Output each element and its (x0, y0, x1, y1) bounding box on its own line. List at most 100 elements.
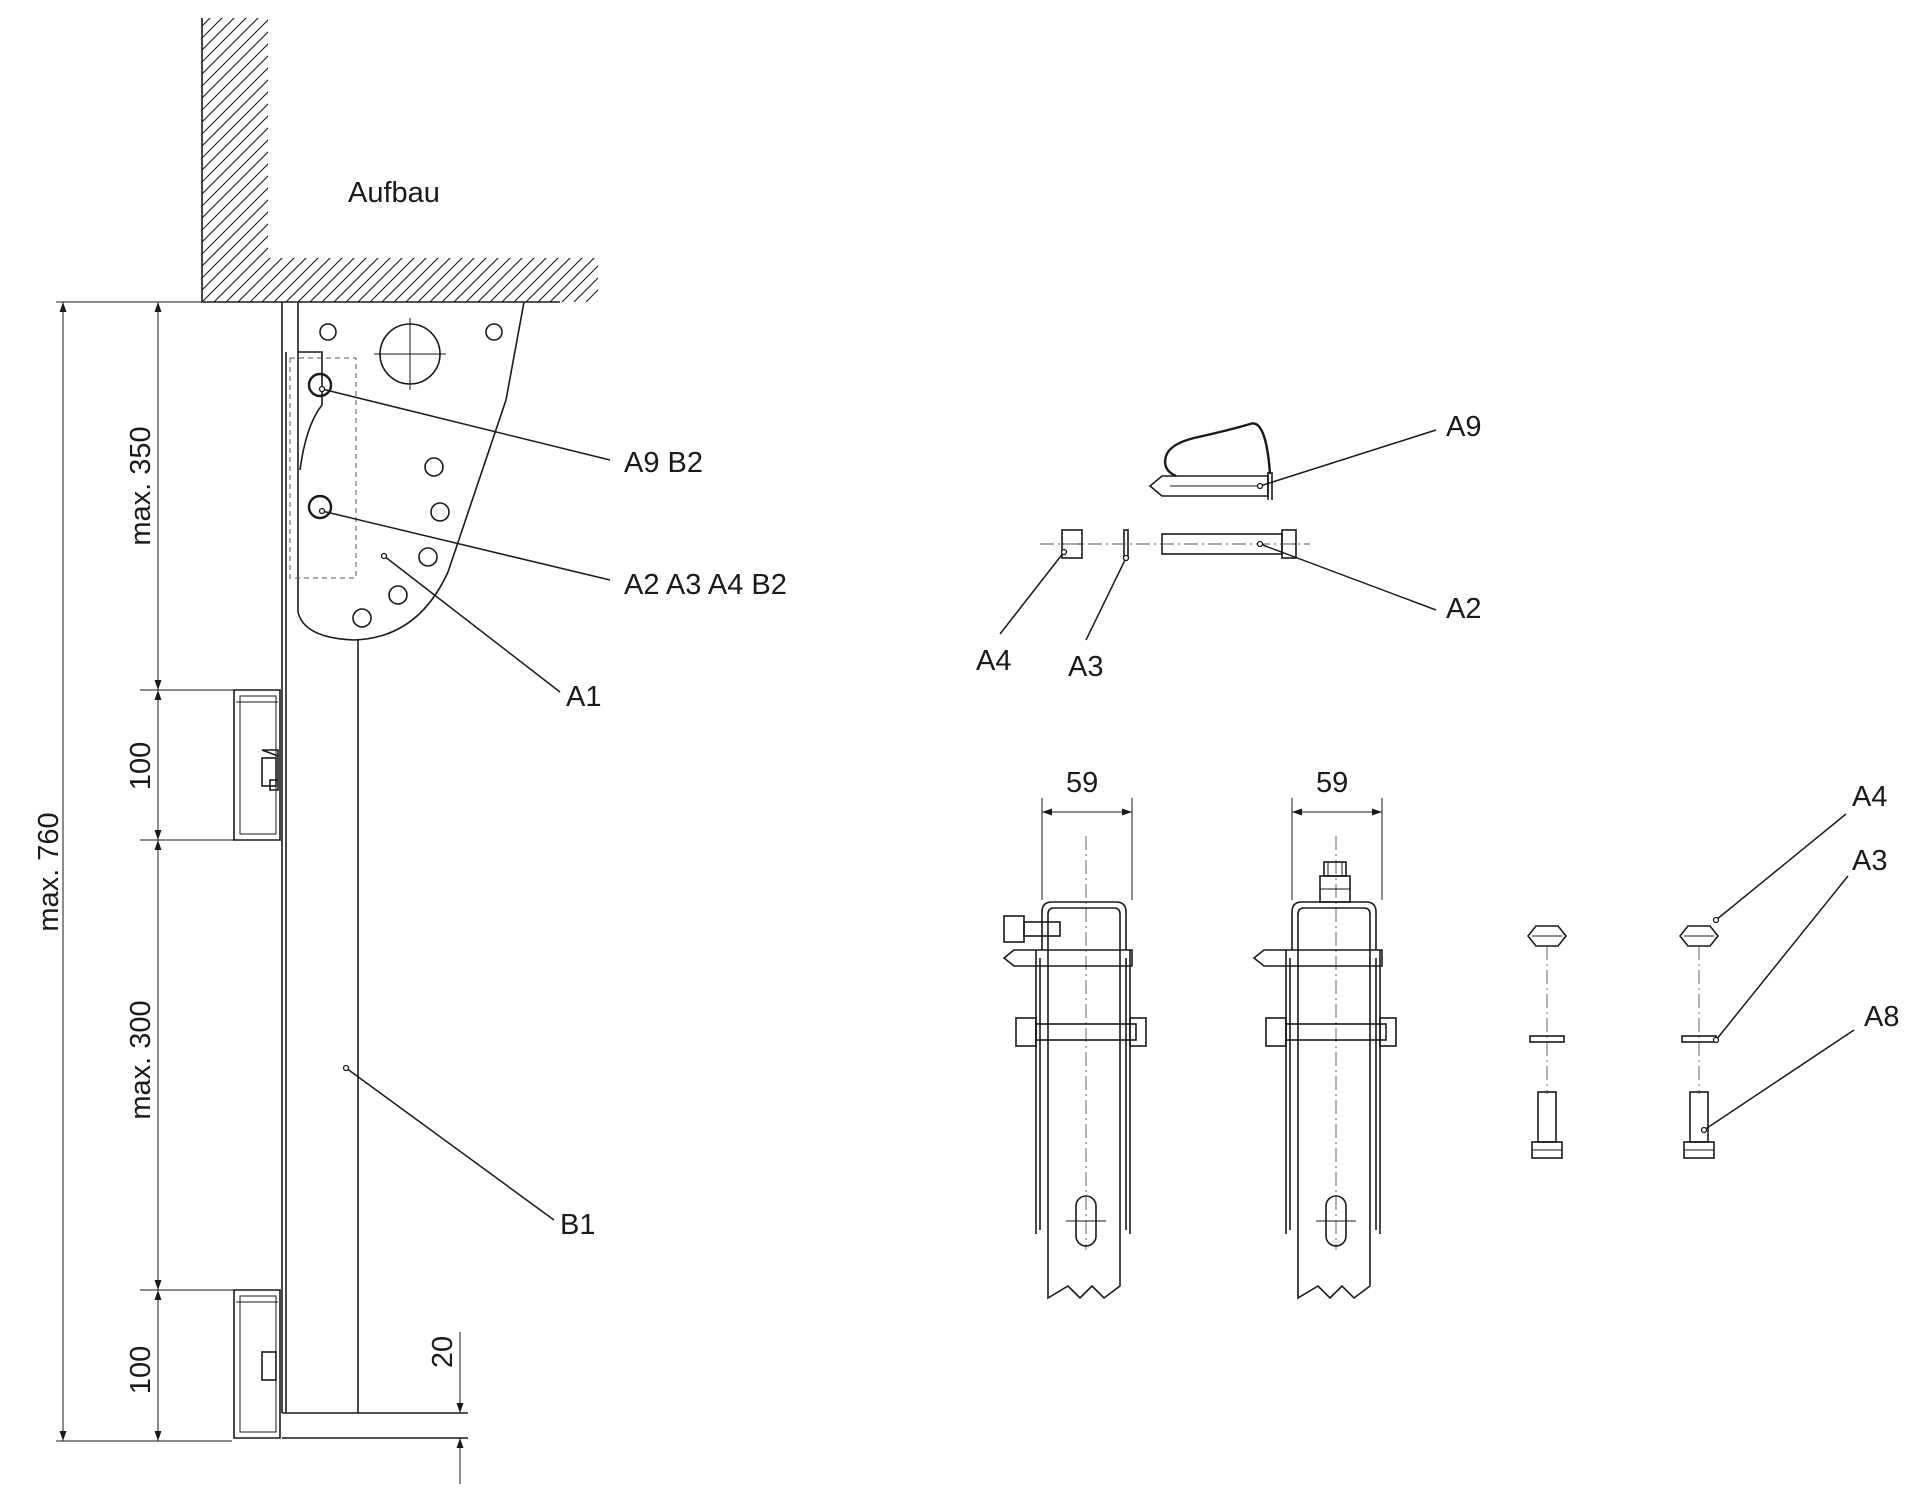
dimension-100-top: 100 (125, 742, 157, 790)
structure-label: Aufbau (348, 177, 440, 209)
callout-parts-a2: A2 (1446, 593, 1481, 625)
vertical-support-bar (281, 302, 468, 1439)
plate-large-hole (374, 318, 446, 390)
callout-leaders-parts (999, 429, 1437, 641)
hatch-line (202, 18, 299, 302)
hatch-pattern (202, 2, 1198, 302)
hatch-line (838, 2, 1138, 302)
hatch-line (706, 2, 1006, 302)
hatch-line (202, 18, 263, 302)
callout-leaders-left (318, 385, 611, 1221)
hatch-line (393, 18, 598, 302)
hatch-line (202, 18, 443, 302)
hatch-line (742, 2, 1042, 302)
hatch-line (477, 18, 598, 302)
hatch-line (694, 2, 994, 302)
dimension-max-300: max. 300 (125, 1000, 157, 1119)
dimension-width-left: 59 (1066, 767, 1098, 799)
dimension-max-350: max. 350 (125, 426, 157, 545)
hatch-line (826, 2, 1126, 302)
hatch-line (202, 18, 203, 302)
callout-set-a3: A3 (1852, 845, 1887, 877)
hatch-line (429, 18, 598, 302)
hatch-line (202, 18, 395, 302)
dimension-100-bottom: 100 (125, 1346, 157, 1394)
hatch-line (202, 18, 503, 302)
callout-b1: B1 (560, 1209, 595, 1241)
assembly-view-left (1002, 798, 1147, 1300)
hatch-line (513, 18, 598, 302)
hatch-line (585, 18, 598, 302)
vehicle-body-structure (201, 2, 1198, 303)
hatch-line (850, 2, 1150, 302)
upper-rail-profile (233, 689, 281, 841)
hatch-line (369, 18, 598, 302)
hatch-line (718, 2, 1018, 302)
hatch-line (646, 2, 946, 302)
callout-set-a4: A4 (1852, 781, 1887, 813)
hatch-line (202, 18, 467, 302)
hatch-line (202, 18, 383, 302)
hatch-line (202, 18, 227, 302)
hatch-line (441, 18, 598, 302)
fastener-set-left (1526, 925, 1568, 1159)
hatch-line (202, 18, 479, 302)
callout-a1: A1 (566, 681, 601, 713)
hatch-line (754, 2, 1054, 302)
hatch-line (202, 18, 275, 302)
hatch-line (862, 2, 1162, 302)
hatch-line (202, 18, 287, 302)
hatch-line (417, 18, 598, 302)
hatch-line (273, 18, 575, 302)
hatch-line (202, 18, 359, 302)
hatch-line (682, 2, 982, 302)
hatch-line (670, 2, 970, 302)
hatch-line (202, 18, 491, 302)
callout-a9-b2: A9 B2 (624, 447, 703, 479)
hatch-line (453, 18, 598, 302)
hatch-line (874, 2, 1174, 302)
hatch-line (898, 2, 1198, 302)
hatch-line (489, 18, 598, 302)
hatch-line (634, 2, 934, 302)
callout-leaders-set (1700, 813, 1855, 1134)
hatch-line (249, 18, 551, 302)
hatch-line (297, 18, 598, 302)
hatch-line (321, 18, 598, 302)
fastener-set-right (1678, 925, 1720, 1159)
lower-rail-profile (233, 1289, 281, 1439)
hatch-line (778, 2, 1078, 302)
hatch-line (501, 18, 598, 302)
hatch-line (597, 18, 598, 302)
hatch-line (549, 18, 598, 302)
hatch-line (202, 18, 335, 302)
callout-a2-a3-a4-b2: A2 A3 A4 B2 (624, 569, 787, 601)
callout-parts-a4: A4 (976, 645, 1011, 677)
dimension-max-760: max. 760 (33, 812, 65, 931)
hatch-line (886, 2, 1186, 302)
hatch-line (202, 18, 371, 302)
hatch-line (525, 18, 598, 302)
hatch-line (381, 18, 598, 302)
hatch-line (202, 18, 419, 302)
hatch-line (537, 18, 598, 302)
hatch-line (814, 2, 1114, 302)
hatch-line (202, 18, 311, 302)
callout-parts-a3: A3 (1068, 651, 1103, 683)
hatch-line (610, 2, 910, 302)
hatch-line (202, 18, 347, 302)
dimension-20: 20 (427, 1336, 459, 1368)
hatch-line (202, 18, 431, 302)
hatch-line (237, 18, 539, 302)
dimension-width-right: 59 (1316, 767, 1348, 799)
callout-set-a8: A8 (1864, 1001, 1899, 1033)
hatch-line (202, 18, 455, 302)
mounting-bracket-plate (289, 301, 525, 641)
hatch-line (345, 18, 598, 302)
dimension-lines-left (56, 301, 464, 1484)
hatch-line (261, 18, 563, 302)
hatch-line (730, 2, 1030, 302)
hatch-line (202, 18, 215, 302)
hatch-line (766, 2, 1066, 302)
